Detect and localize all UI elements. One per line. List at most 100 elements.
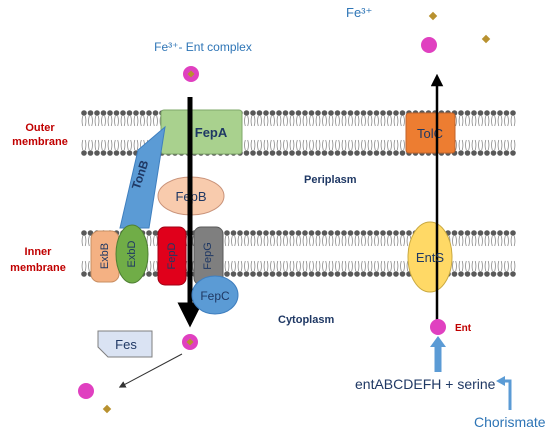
lipid-head — [399, 150, 406, 156]
lipid-tail — [393, 115, 399, 127]
lipid-head — [87, 110, 94, 116]
lipid-tail — [361, 260, 366, 272]
lipid-tail — [81, 260, 87, 272]
lipid-head — [269, 271, 276, 277]
lipid-tail — [465, 115, 470, 127]
lipid-tail — [465, 139, 470, 151]
fepd-label: FepD — [166, 242, 178, 269]
lipid-tail — [361, 115, 366, 127]
lipid-tail — [367, 235, 373, 247]
lipid-tail — [88, 139, 93, 151]
lipid-tail — [510, 139, 516, 151]
lipid-tail — [244, 139, 249, 151]
lipid-head — [328, 230, 334, 236]
lipid-head — [321, 150, 328, 156]
lipid-head — [458, 150, 464, 156]
lipid-head — [373, 150, 380, 156]
fepg-label: FepG — [202, 242, 214, 270]
tolc-label: TolC — [417, 126, 443, 141]
iron-diamond — [187, 70, 195, 78]
lipid-tail — [393, 235, 399, 247]
lipid-tail — [348, 115, 353, 127]
lipid-tail — [250, 139, 256, 151]
lipid-head — [87, 150, 94, 156]
lipid-head — [341, 110, 347, 116]
lipid-head — [250, 150, 256, 156]
lipid-tail — [491, 260, 496, 272]
lipid-head — [367, 271, 373, 277]
lipid-head — [386, 230, 393, 236]
lipid-head — [321, 110, 328, 116]
lipid-head — [406, 230, 412, 236]
lipid-head — [354, 150, 360, 156]
lipid-tail — [315, 139, 321, 151]
lipid-head — [289, 110, 295, 116]
lipid-tail — [504, 115, 509, 127]
lipid-head — [243, 271, 250, 277]
outer-membrane-label-2: membrane — [12, 136, 68, 148]
lipid-head — [471, 110, 477, 116]
lipid-tail — [400, 260, 405, 272]
lipid-tail — [302, 139, 308, 151]
lipid-tail — [335, 139, 340, 151]
lipid-head — [308, 110, 315, 116]
lipid-tail — [257, 115, 262, 127]
ent-label: Ent — [455, 323, 472, 334]
lipid-head — [94, 110, 100, 116]
lipid-tail — [296, 139, 301, 151]
lipid-tail — [224, 260, 230, 272]
lipid-head — [490, 110, 497, 116]
lipid-tail — [367, 115, 373, 127]
lipid-tail — [452, 260, 457, 272]
extracellular-iron-diamond — [481, 34, 491, 44]
lipid-head — [295, 271, 302, 277]
lipid-tail — [465, 235, 470, 247]
lipid-tail — [270, 139, 275, 151]
lipid-tail — [257, 235, 262, 247]
lipid-head — [295, 150, 302, 156]
lipid-head — [100, 110, 107, 116]
lipid-tail — [107, 139, 113, 151]
lipid-head — [471, 271, 477, 277]
lipid-tail — [341, 235, 347, 247]
cytoplasm-label: Cytoplasm — [278, 314, 334, 326]
lipid-head — [81, 110, 87, 116]
lipid-tail — [250, 235, 256, 247]
lipid-head — [302, 110, 308, 116]
inner-membrane-label-1: Inner — [25, 246, 53, 258]
lipid-head — [503, 110, 510, 116]
lipid-head — [256, 110, 263, 116]
lipid-tail — [322, 139, 327, 151]
lipid-head — [269, 230, 276, 236]
lipid-tail — [101, 115, 106, 127]
lipid-tail — [387, 115, 392, 127]
lipid-tail — [387, 260, 392, 272]
lipid-tail — [289, 115, 295, 127]
lipid-tail — [497, 260, 503, 272]
lipid-head — [510, 271, 516, 277]
lipid-tail — [309, 115, 314, 127]
lipid-head — [464, 110, 471, 116]
lipid-tail — [81, 115, 87, 127]
lipid-tail — [309, 235, 314, 247]
lipid-head — [386, 271, 393, 277]
lipid-head — [471, 230, 477, 236]
lipid-tail — [374, 115, 379, 127]
lipid-tail — [478, 260, 483, 272]
lipid-head — [484, 150, 490, 156]
lipid-tail — [244, 235, 249, 247]
lipid-tail — [81, 235, 87, 247]
ents-protein — [407, 221, 453, 293]
lipid-head — [276, 150, 282, 156]
lipid-head — [282, 150, 289, 156]
lipid-tail — [153, 235, 158, 247]
lipid-head — [490, 230, 497, 236]
tolc-channel — [405, 112, 456, 154]
lipid-head — [393, 150, 399, 156]
lipid-tail — [504, 235, 509, 247]
lipid-head — [282, 110, 289, 116]
lipid-tail — [289, 139, 295, 151]
fepc-label: FepC — [200, 289, 230, 303]
lipid-head — [243, 230, 250, 236]
lipid-head — [250, 271, 256, 277]
